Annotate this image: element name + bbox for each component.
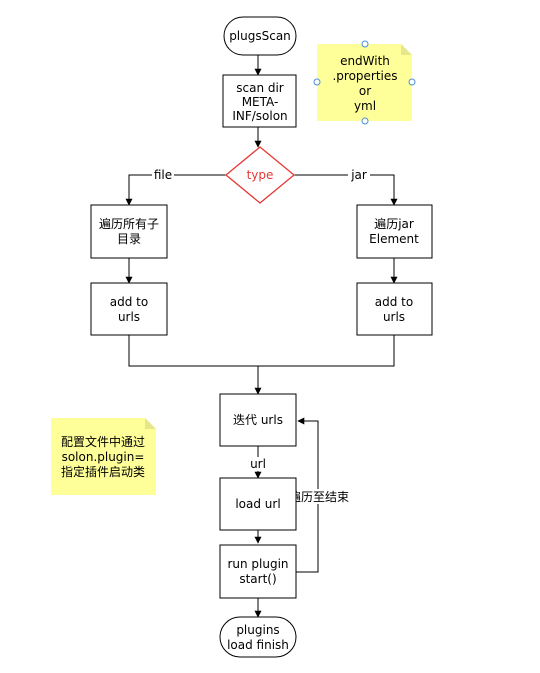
node-scan-line-1: scan dir bbox=[236, 81, 284, 95]
node-scan-line-2: META- bbox=[242, 95, 279, 109]
node-add-right-line-2: urls bbox=[383, 310, 405, 324]
node-end[interactable]: plugins load finish bbox=[219, 616, 297, 658]
note-config-line-3: 指定插件启动类 bbox=[61, 464, 145, 479]
resize-handle-top[interactable] bbox=[361, 40, 369, 48]
node-run-plugin[interactable]: run plugin start() bbox=[219, 544, 297, 599]
resize-handle-right[interactable] bbox=[408, 78, 416, 86]
node-add-left-line-1: add to bbox=[110, 295, 148, 309]
node-end-line-1: plugins bbox=[236, 623, 279, 637]
edge-label-loop: 遍历至结束 bbox=[289, 490, 349, 504]
node-end-line-2: load finish bbox=[227, 638, 289, 652]
node-add-right-line-1: add to bbox=[375, 295, 413, 309]
connectors bbox=[125, 55, 398, 618]
node-iterate-urls[interactable]: 迭代 urls bbox=[219, 393, 297, 447]
edge-label-file: file bbox=[154, 168, 172, 182]
edge-type-file bbox=[125, 174, 226, 206]
node-add-left-line-2: urls bbox=[118, 310, 140, 324]
node-traverse-jar[interactable]: 遍历jar Element bbox=[356, 204, 433, 259]
resize-handle-left[interactable] bbox=[313, 78, 321, 86]
node-add-urls-left[interactable]: add to urls bbox=[90, 282, 168, 336]
node-scan-dir[interactable]: scan dir META- INF/solon bbox=[222, 74, 297, 128]
node-traverse-jar-line-1: 遍历jar bbox=[374, 217, 414, 231]
node-traverse-dirs[interactable]: 遍历所有子 目录 bbox=[90, 204, 168, 259]
edge-merge bbox=[128, 335, 395, 367]
note-ext-line-3: or bbox=[359, 84, 371, 98]
node-decision-type[interactable]: type bbox=[224, 146, 296, 204]
note-config-line-1: 配置文件中通过 bbox=[61, 434, 145, 449]
node-decision-label: type bbox=[247, 168, 274, 182]
node-add-urls-right[interactable]: add to urls bbox=[356, 282, 433, 336]
node-scan-line-3: INF/solon bbox=[232, 109, 287, 123]
note-config-line-2: solon.plugin= bbox=[62, 450, 145, 464]
note-config[interactable]: 配置文件中通过 solon.plugin= 指定插件启动类 bbox=[51, 418, 156, 495]
note-ext-line-1: endWith bbox=[340, 54, 390, 68]
edge-label-jar: jar bbox=[350, 168, 367, 182]
node-load-url[interactable]: load url bbox=[219, 477, 297, 531]
node-traverse-jar-line-2: Element bbox=[369, 232, 419, 246]
edge-type-jar bbox=[294, 174, 398, 206]
resize-handle-bottom[interactable] bbox=[361, 117, 369, 125]
node-run-line-1: run plugin bbox=[227, 557, 288, 571]
note-ext-line-2: .properties bbox=[332, 69, 397, 83]
node-run-line-2: start() bbox=[239, 572, 276, 586]
node-iterate-label: 迭代 urls bbox=[233, 413, 283, 427]
node-start-label: plugsScan bbox=[229, 29, 291, 43]
node-load-label: load url bbox=[235, 497, 280, 511]
edge-label-url: url bbox=[250, 457, 266, 471]
node-start[interactable]: plugsScan bbox=[223, 16, 297, 56]
node-traverse-dirs-line-1: 遍历所有子 bbox=[99, 217, 159, 231]
selection-handles[interactable] bbox=[313, 40, 416, 125]
note-ext-line-4: yml bbox=[354, 99, 376, 113]
node-traverse-dirs-line-2: 目录 bbox=[117, 232, 141, 246]
note-extensions[interactable]: endWith .properties or yml bbox=[317, 44, 412, 121]
